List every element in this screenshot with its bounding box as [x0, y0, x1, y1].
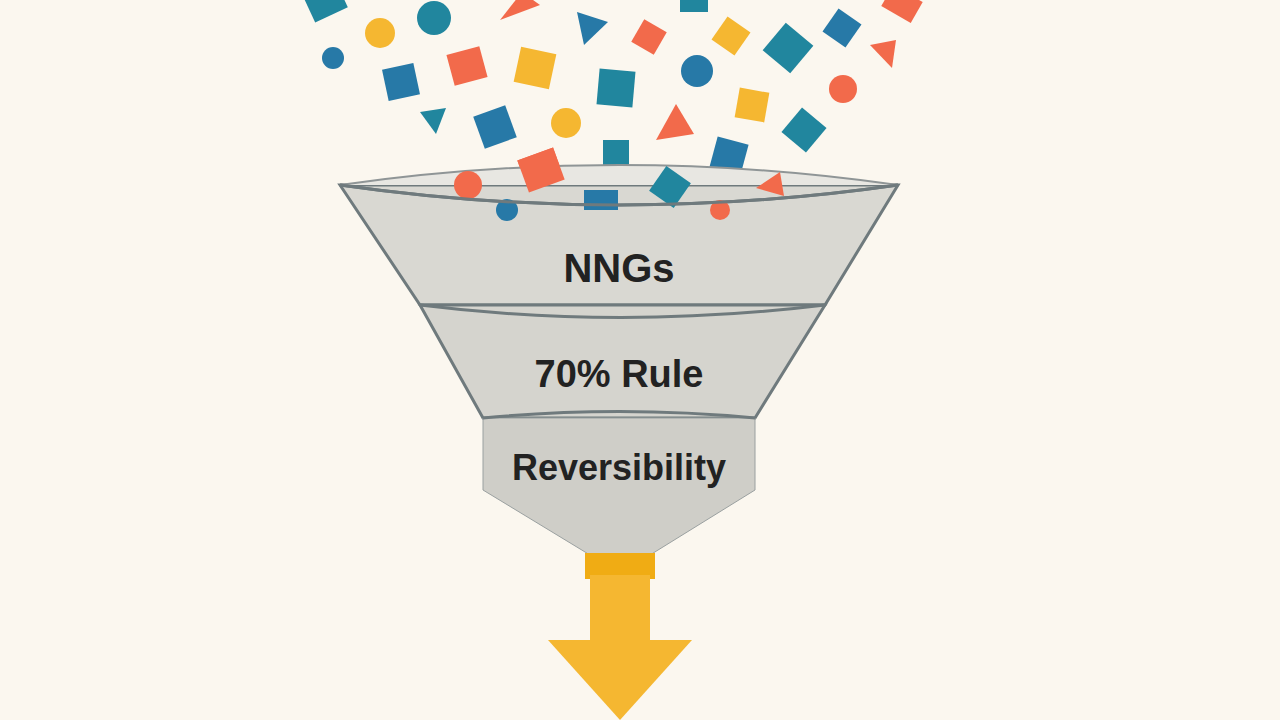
output-arrow: [548, 553, 692, 720]
band-label: NNGs: [563, 246, 674, 290]
band-label: Reversibility: [512, 448, 726, 488]
funnel-body: [340, 165, 898, 555]
funnel-band: NNGs: [557, 242, 680, 294]
band-label: 70% Rule: [535, 354, 704, 396]
confetti: [304, 0, 923, 208]
funnel-band: 70% Rule: [529, 350, 710, 400]
confetti-inside: [454, 148, 784, 221]
funnel-band: Reversibility: [506, 444, 732, 492]
